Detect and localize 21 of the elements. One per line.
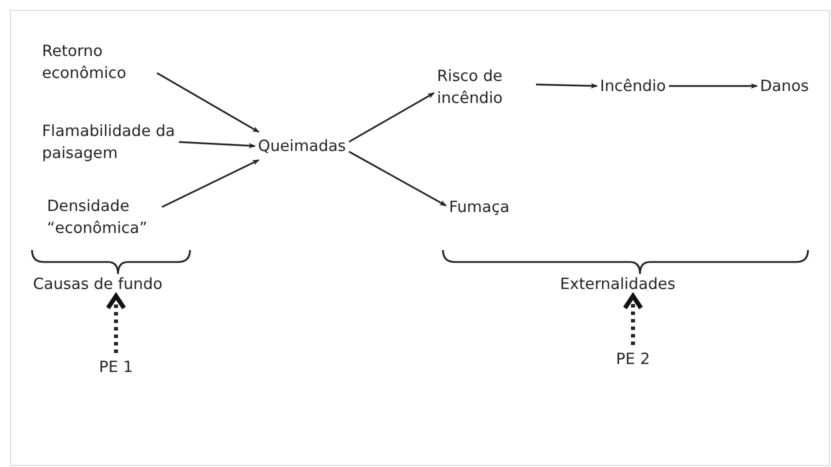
arrow bbox=[348, 92, 435, 143]
node-label: Risco de incêndio bbox=[434, 62, 536, 112]
node-label: Flamabilidade da paisagem bbox=[39, 117, 179, 167]
node-label: PE 2 bbox=[613, 345, 653, 373]
node-label: Danos bbox=[757, 72, 812, 100]
node-label: Densidade “econômica” bbox=[44, 192, 162, 242]
node-label: Fumaça bbox=[446, 193, 513, 221]
arrow bbox=[348, 150, 447, 206]
node-label: Incêndio bbox=[597, 72, 669, 100]
arrow bbox=[156, 72, 260, 133]
arrow bbox=[178, 141, 256, 148]
node-label: Externalidades bbox=[557, 270, 678, 298]
node-label: Causas de fundo bbox=[30, 270, 166, 298]
arrow bbox=[536, 83, 598, 89]
arrow bbox=[669, 83, 758, 89]
arrow bbox=[106, 294, 126, 353]
node-label: PE 1 bbox=[96, 353, 136, 381]
node-label: Queimadas bbox=[255, 132, 349, 160]
node-label: Retorno econômico bbox=[39, 37, 157, 87]
arrow bbox=[162, 159, 260, 208]
arrow bbox=[622, 294, 644, 345]
